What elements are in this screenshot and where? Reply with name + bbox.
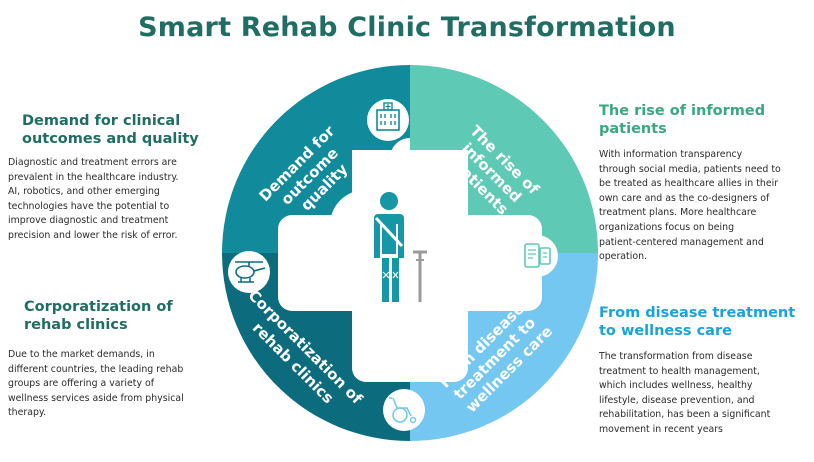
informed-heading: The rise of informed patients — [599, 102, 809, 138]
page-title: Smart Rehab Clinic Transformation — [138, 12, 676, 43]
body-line: precision and lower the risk of error. — [8, 229, 178, 241]
wellness-block: From disease treatment to wellness care … — [599, 304, 809, 438]
body-line: organizations focus on being — [599, 221, 735, 233]
corporatization-heading: Corporatization of rehab clinics — [8, 298, 220, 334]
body-line: therapy. — [8, 407, 47, 419]
body-line: groups are offering a variety of — [8, 378, 155, 390]
body-line: own care and as the co-designers of — [599, 192, 770, 204]
segment-corporatization — [222, 253, 410, 441]
body-line: lifestyle, disease prevention, and — [599, 394, 755, 406]
body-line: operation. — [599, 251, 647, 263]
body-line: wellness services aside from physical — [8, 392, 184, 404]
helicopter-icon — [228, 251, 270, 293]
demand-body: Diagnostic and treatment errors are prev… — [8, 156, 220, 244]
demand-block: Demand for clinical outcomes and quality… — [8, 112, 220, 244]
body-line: treatment plans. More healthcare — [599, 207, 757, 219]
heading-line: to wellness care — [599, 323, 732, 339]
wellness-heading: From disease treatment to wellness care — [599, 304, 809, 340]
corporatization-block: Corporatization of rehab clinics Due to … — [8, 298, 220, 421]
body-line: through social media, patients need to — [599, 163, 781, 175]
demand-heading: Demand for clinical outcomes and quality — [8, 112, 220, 148]
body-line: treatment to health management, — [599, 365, 760, 377]
heading-line: Corporatization of — [24, 299, 173, 315]
body-line: The transformation from disease — [599, 351, 753, 362]
heading-line: The rise of informed — [599, 103, 766, 119]
body-line: Diagnostic and treatment errors are — [8, 157, 177, 168]
body-line: technologies have the potential to — [8, 200, 170, 212]
body-line: be treated as healthcare allies in their — [599, 178, 779, 190]
devices-icon — [516, 235, 558, 277]
injured-person-with-crutch-icon — [374, 192, 427, 302]
white-cross — [278, 150, 542, 382]
body-line: With information transparency — [599, 149, 743, 160]
heading-line: patients — [599, 121, 667, 137]
body-line: AI, robotics, and other emerging — [8, 186, 160, 198]
heading-line: rehab clinics — [24, 317, 128, 333]
heading-line: outcomes and quality — [22, 131, 199, 147]
segment-demand — [222, 65, 410, 253]
body-line: different countries, the leading rehab — [8, 363, 184, 375]
hospital-building-icon — [367, 99, 409, 141]
body-line: movement in recent years — [599, 423, 723, 435]
body-line: patient-centered management and — [599, 236, 764, 248]
body-line: which includes wellness, healthy — [599, 380, 753, 392]
wheelchair-icon — [383, 389, 425, 431]
body-line: improve diagnostic and treatment — [8, 215, 169, 227]
heading-line: From disease treatment — [599, 305, 796, 321]
wellness-body: The transformation from disease treatmen… — [599, 350, 809, 438]
corporatization-body: Due to the market demands, in different … — [8, 348, 220, 421]
body-line: rehabilitation, has been a significant — [599, 409, 771, 421]
informed-block: The rise of informed patients With infor… — [599, 102, 809, 265]
informed-body: With information transparency through so… — [599, 148, 809, 265]
body-line: Due to the market demands, in — [8, 349, 155, 360]
heading-line: Demand for clinical — [22, 113, 181, 129]
body-line: prevalent in the healthcare industry. — [8, 171, 179, 183]
